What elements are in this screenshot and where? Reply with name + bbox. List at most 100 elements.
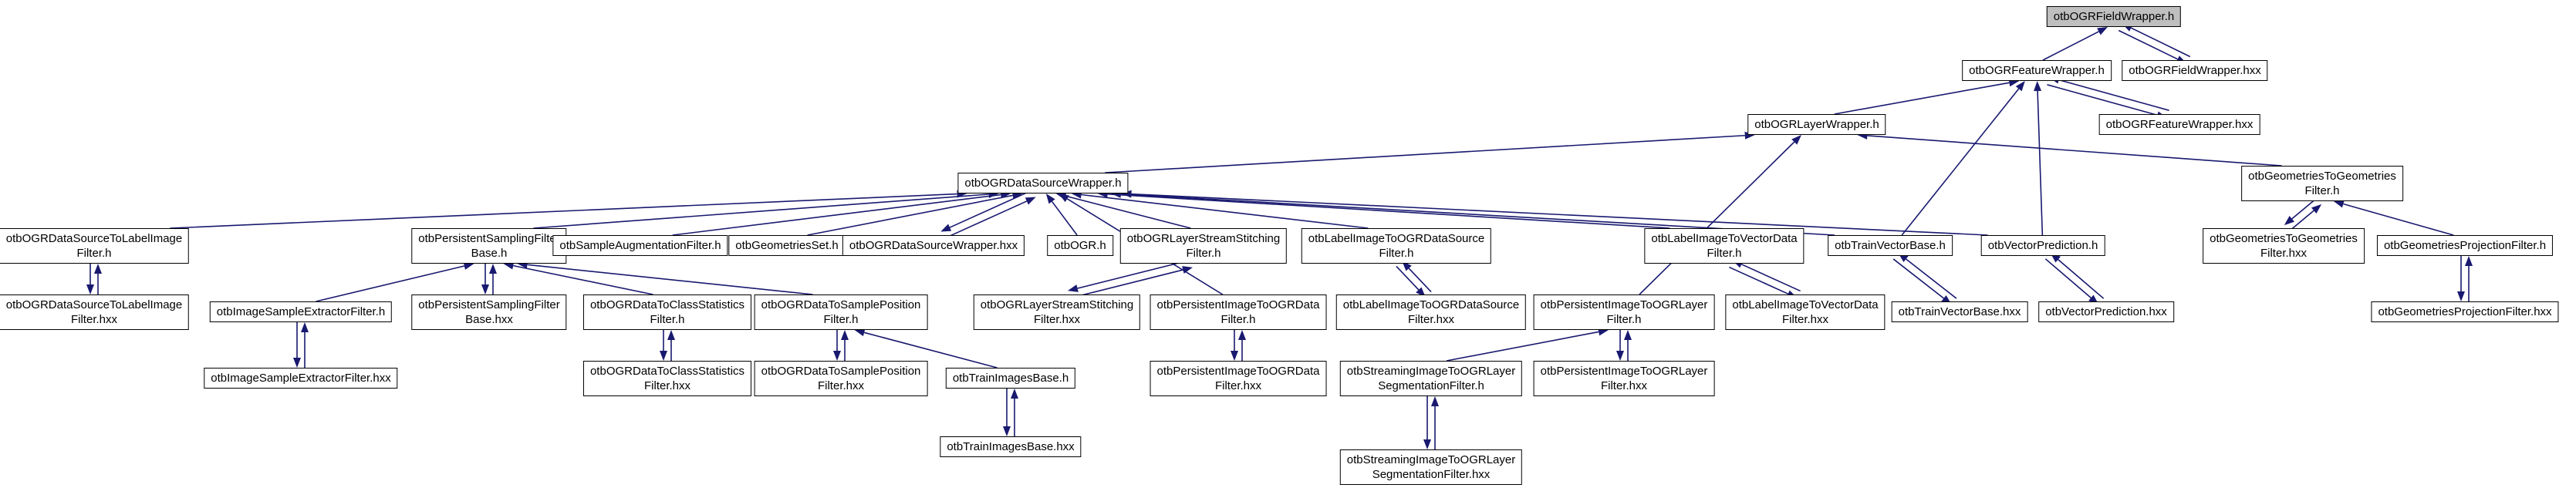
graph-node-label: otbOGRDataSourceWrapper.hxx — [849, 239, 1018, 252]
graph-node-label: otbOGRDataToSamplePosition — [761, 298, 921, 311]
graph-node-otbImageSampleExtractorFilter-h[interactable]: otbImageSampleExtractorFilter.h — [209, 301, 393, 322]
graph-node-label: otbTrainImagesBase.hxx — [947, 440, 1075, 453]
graph-node-label: otbPersistentImageToOGRData — [1156, 298, 1320, 311]
graph-node-label: Filter.h — [1606, 313, 1642, 326]
graph-node-label: otbStreamingImageToOGRLayer — [1346, 365, 1516, 378]
graph-node-label: otbPersistentSamplingFilter — [418, 232, 560, 245]
graph-node-otbOGRDataSourceWrapper-h[interactable]: otbOGRDataSourceWrapper.h — [957, 173, 1129, 194]
graph-node-label: Filter.hxx — [1407, 313, 1454, 326]
graph-node-label: otbOGRDataSourceWrapper.h — [964, 177, 1122, 190]
graph-node-otbTrainVectorBase-h[interactable]: otbTrainVectorBase.h — [1828, 235, 1953, 256]
graph-node-label: otbGeometriesProjectionFilter.h — [2383, 239, 2547, 252]
graph-node-label: otbGeometriesProjectionFilter.hxx — [2378, 305, 2552, 318]
graph-node-label: Base.hxx — [465, 313, 513, 326]
graph-node-otbOGRFeatureWrapper-hxx[interactable]: otbOGRFeatureWrapper.hxx — [2098, 114, 2260, 135]
graph-node-label: Filter.hxx — [70, 313, 117, 326]
graph-node-label: Base.h — [471, 247, 508, 260]
graph-node-label: otbLabelImageToVectorData — [1651, 232, 1798, 245]
graph-node-label: otbPersistentSamplingFilter — [418, 298, 560, 311]
graph-node-label: Filter.h — [76, 247, 112, 260]
graph-node-label: otbOGRDataToClassStatistics — [589, 298, 745, 311]
graph-node-otbOGRFeatureWrapper-h[interactable]: otbOGRFeatureWrapper.h — [1962, 60, 2112, 81]
graph-node-label: Filter.h — [823, 313, 859, 326]
graph-node-otbImageSampleExtractorFilter-hxx[interactable]: otbImageSampleExtractorFilter.hxx — [204, 368, 398, 389]
graph-node-otbSampleAugmentationFilter-h[interactable]: otbSampleAugmentationFilter.h — [552, 235, 728, 256]
graph-node-label: otbVectorPrediction.hxx — [2045, 305, 2167, 318]
graph-node-otbOGR-h[interactable]: otbOGR.h — [1047, 235, 1113, 256]
graph-node-label: otbSampleAugmentationFilter.h — [559, 239, 721, 252]
graph-node-label: otbOGR.h — [1054, 239, 1106, 252]
graph-node-otbGeometriesSet-h[interactable]: otbGeometriesSet.h — [728, 235, 846, 256]
graph-node-otbTrainImagesBase-hxx[interactable]: otbTrainImagesBase.hxx — [940, 436, 1082, 457]
graph-node-label: otbTrainVectorBase.hxx — [1898, 305, 2021, 318]
graph-node-label: Filter.hxx — [643, 379, 691, 392]
graph-node-label: Filter.hxx — [1033, 313, 1081, 326]
graph-node-otbGeometriesProjectionFilter-hxx[interactable]: otbGeometriesProjectionFilter.hxx — [2371, 301, 2559, 322]
graph-node-label: SegmentationFilter.h — [1378, 379, 1484, 392]
graph-node-label: Filter.h — [1379, 247, 1414, 260]
graph-node-label: otbOGRDataSourceToLabelImage — [5, 298, 183, 311]
graph-node-label: otbGeometriesToGeometries — [2210, 232, 2358, 245]
graph-node-label: otbLabelImageToOGRDataSource — [1342, 298, 1520, 311]
graph-node-label: otbOGRDataToClassStatistics — [589, 365, 745, 378]
graph-node-label: Filter.hxx — [1214, 379, 1261, 392]
graph-node-otbOGRLayerWrapper-h[interactable]: otbOGRLayerWrapper.h — [1747, 114, 1886, 135]
graph-node-label: Filter.hxx — [2260, 247, 2307, 260]
graph-node-label: otbImageSampleExtractorFilter.h — [216, 305, 386, 318]
graph-node-label: otbOGRFeatureWrapper.h — [1969, 64, 2105, 77]
graph-node-otbOGRFieldWrapper-hxx[interactable]: otbOGRFieldWrapper.hxx — [2122, 60, 2268, 81]
graph-node-label: otbOGRFeatureWrapper.hxx — [2105, 118, 2254, 131]
graph-node-otbTrainImagesBase-h[interactable]: otbTrainImagesBase.h — [945, 368, 1076, 389]
graph-node-otbTrainVectorBase-hxx[interactable]: otbTrainVectorBase.hxx — [1891, 301, 2028, 322]
graph-node-label: otbImageSampleExtractorFilter.hxx — [211, 372, 391, 385]
graph-node-otbOGRDataSourceWrapper-hxx[interactable]: otbOGRDataSourceWrapper.hxx — [842, 235, 1025, 256]
graph-node-label: Filter.h — [2304, 184, 2340, 197]
graph-node-otbVectorPrediction-hxx[interactable]: otbVectorPrediction.hxx — [2038, 301, 2174, 322]
graph-node-otbVectorPrediction-h[interactable]: otbVectorPrediction.h — [1980, 235, 2105, 256]
graph-node-label: Filter.h — [650, 313, 685, 326]
graph-node-label: Filter.h — [1707, 247, 1742, 260]
graph-node-label: SegmentationFilter.hxx — [1372, 468, 1491, 481]
graph-node-label: Filter.hxx — [817, 379, 864, 392]
graph-node-otbOGRFieldWrapper-h[interactable]: otbOGRFieldWrapper.h — [2046, 6, 2182, 27]
graph-node-label: otbVectorPrediction.h — [1987, 239, 2098, 252]
graph-node-label: otbGeometriesSet.h — [735, 239, 839, 252]
graph-node-label: otbTrainImagesBase.h — [952, 372, 1069, 385]
graph-node-otbGeometriesProjectionFilter-h[interactable]: otbGeometriesProjectionFilter.h — [2376, 235, 2554, 256]
graph-node-label: otbOGRLayerStreamStitching — [980, 298, 1134, 311]
graph-node-label: Filter.hxx — [1600, 379, 1647, 392]
graph-node-label: otbOGRFieldWrapper.hxx — [2129, 64, 2261, 77]
graph-node-label: otbTrainVectorBase.h — [1835, 239, 1946, 252]
graph-node-label: otbLabelImageToOGRDataSource — [1308, 232, 1485, 245]
graph-node-label: otbOGRLayerWrapper.h — [1754, 118, 1879, 131]
graph-node-label: Filter.hxx — [1781, 313, 1829, 326]
graph-node-label: otbPersistentImageToOGRLayer — [1540, 365, 1708, 378]
graph-node-label: otbOGRFieldWrapper.h — [2053, 10, 2175, 23]
graph-node-label: Filter.h — [1220, 313, 1256, 326]
graph-node-label: otbStreamingImageToOGRLayer — [1346, 453, 1516, 466]
graph-node-label: otbOGRLayerStreamStitching — [1126, 232, 1281, 245]
